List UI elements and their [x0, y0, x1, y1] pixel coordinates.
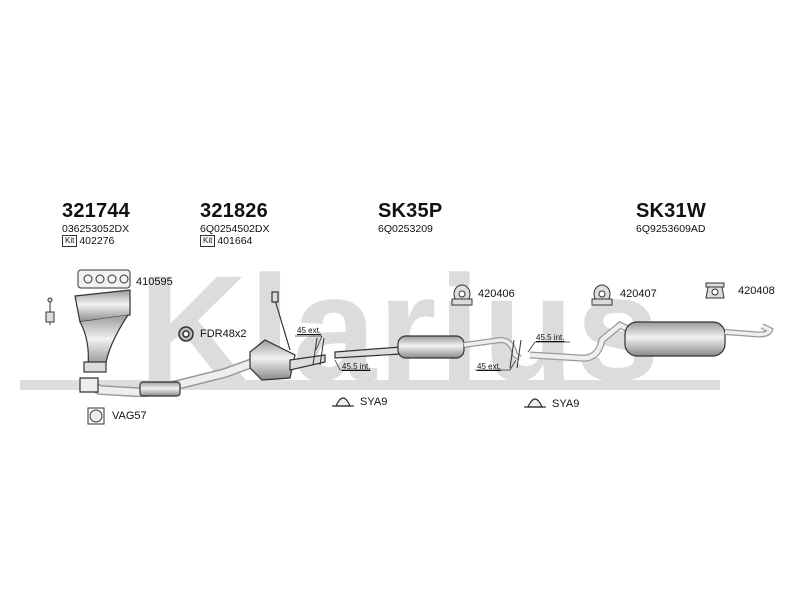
dimension-lines — [295, 335, 570, 371]
gasket-410595-icon — [77, 269, 131, 289]
front-pipe — [79, 357, 257, 398]
exhaust-manifold — [74, 289, 131, 373]
part-number[interactable]: 321826 — [200, 200, 268, 222]
callout-sya9-left[interactable]: SYA9 — [360, 396, 388, 408]
group-321744: 321744 036253052DX Kit 402276 — [62, 200, 130, 247]
sya9-clamp-right-icon — [524, 398, 546, 408]
oe-number: 6Q9253609AD — [636, 223, 706, 235]
oe-number: 6Q0253209 — [378, 223, 433, 235]
kit-row: Kit 402276 — [62, 235, 130, 247]
lambda-sensor-icon — [45, 297, 55, 325]
watermark-bar — [20, 380, 720, 390]
dimension-label: 45 ext. — [477, 362, 502, 371]
callout-420408[interactable]: 420408 — [738, 285, 775, 297]
sya9-clamp-left-icon — [332, 397, 354, 407]
group-321826: 321826 6Q0254502DX Kit 401664 — [200, 200, 269, 247]
callout-fdr[interactable]: FDR48x2 — [200, 328, 247, 340]
group-sk31w: SK31W 6Q9253609AD — [636, 200, 706, 235]
kit-tag: Kit — [62, 235, 78, 247]
centre-silencer-sk35p — [334, 335, 522, 361]
catalytic-converter — [249, 291, 326, 381]
part-number[interactable]: 321744 — [62, 200, 130, 222]
callout-410595[interactable]: 410595 — [136, 276, 173, 288]
rubber-mount-420406-icon — [451, 284, 473, 306]
part-number[interactable]: SK35P — [378, 200, 443, 222]
callout-vag57[interactable]: VAG57 — [112, 410, 147, 422]
dimension-label: 45.5 int. — [536, 333, 565, 342]
kit-tag: Kit — [200, 235, 216, 247]
callout-sya9-right[interactable]: SYA9 — [552, 398, 580, 410]
dimension-label: 45.5 int. — [342, 362, 371, 371]
callout-420407[interactable]: 420407 — [620, 288, 657, 300]
vag57-gasket-icon — [87, 407, 105, 425]
fdr-ring-icon — [178, 326, 194, 342]
kit-number[interactable]: 402276 — [79, 235, 115, 247]
dimension-label: 45 ext. — [297, 326, 322, 335]
kit-number[interactable]: 401664 — [217, 235, 253, 247]
group-sk35p: SK35P 6Q0253209 — [378, 200, 442, 235]
oe-number: 036253052DX — [62, 223, 130, 235]
joint-marks-1 — [312, 337, 325, 366]
rubber-mount-420407-icon — [591, 284, 613, 306]
callout-420406[interactable]: 420406 — [478, 288, 515, 300]
joint-marks-2 — [509, 339, 522, 369]
kit-row: Kit 401664 — [200, 235, 269, 247]
part-number[interactable]: SK31W — [636, 200, 706, 222]
rubber-mount-420408-icon — [705, 282, 725, 299]
rear-silencer-sk31w — [529, 320, 774, 362]
oe-number: 6Q0254502DX — [200, 223, 270, 235]
